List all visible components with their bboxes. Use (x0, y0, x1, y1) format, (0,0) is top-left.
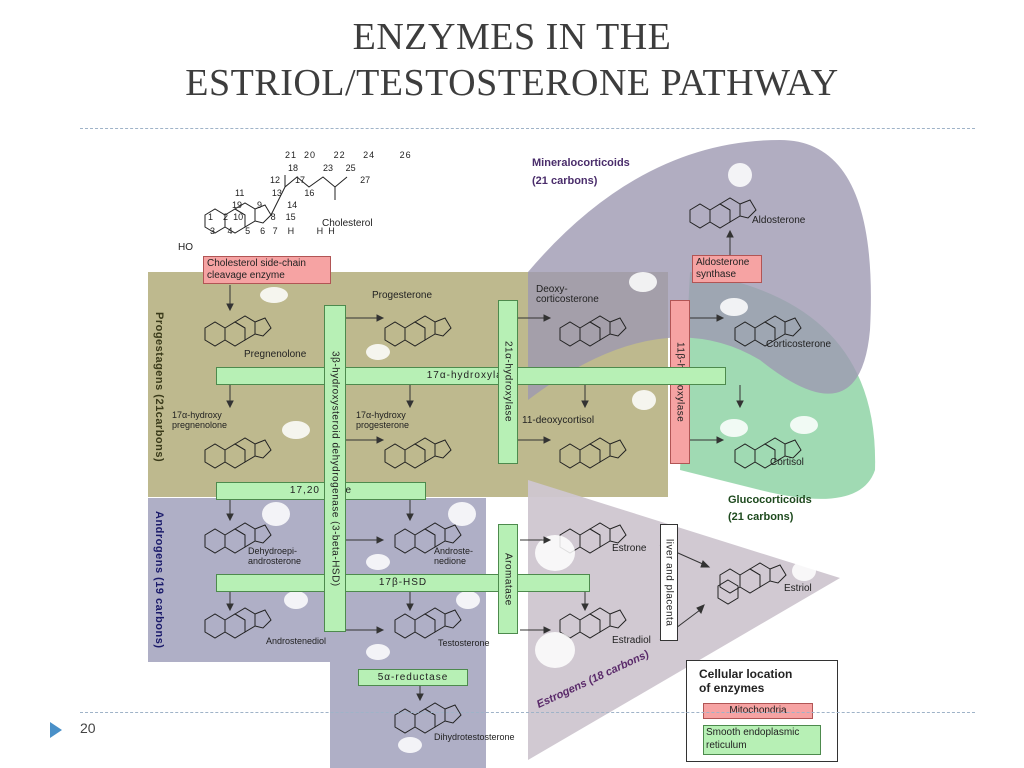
enzyme-5a-reductase: 5α-reductase (358, 669, 468, 686)
enzyme-3b-hsd-label: 3β-hydroxysteroid dehydrogenase (3-beta-… (329, 350, 341, 587)
dht-label: Dihydrotestosterone (434, 732, 515, 742)
estrogens-region (528, 480, 840, 760)
cholesterol-carbon-numbers-5: 19 9 14 (232, 200, 298, 210)
slide-title: ENZYMES IN THE ESTRIOL/TESTOSTERONE PATH… (0, 14, 1024, 106)
testosterone-label: Testosterone (438, 638, 490, 648)
legend-ser: Smooth endoplasmic reticulum (703, 725, 821, 755)
androgens-label: Androgens (19 carbons) (153, 511, 165, 649)
glucocorticoids-carbons: (21 carbons) (728, 511, 794, 523)
hydroxyprogesterone-label: 17α-hydroxy progesterone (356, 410, 410, 430)
enzyme-21a-hydroxylase: 21α-hydroxylase (498, 300, 518, 464)
deoxycortisol-label: 11-deoxycortisol (522, 415, 595, 426)
legend-title: Cellular location of enzymes (699, 667, 793, 695)
legend-mitochondria: Mitochondria (703, 703, 813, 719)
bottom-divider (80, 712, 975, 713)
cholesterol-structure (204, 175, 348, 234)
cholesterol-carbon-numbers-3: 12 17 27 (270, 175, 371, 185)
enzyme-1720-lyase: 17,20 lyase (216, 482, 426, 500)
estrone-label: Estrone (612, 543, 647, 554)
cholesterol-carbon-numbers-2: 18 23 25 (288, 163, 356, 173)
enzyme-aromatase-label: Aromatase (502, 552, 514, 606)
enzyme-aromatase: Aromatase (498, 524, 518, 634)
enzyme-17a-hydroxylase: 17α-hydroxylase (216, 367, 726, 385)
title-line-2: ESTRIOL/TESTOSTERONE PATHWAY (185, 62, 839, 104)
progestagens-label: Progestagens (21carbons) (153, 312, 165, 463)
mineralocorticoids-label: Mineralocorticoids (532, 157, 630, 169)
estriol-label: Estriol (784, 583, 812, 594)
cholesterol-ho: HO (178, 242, 193, 253)
deoxycorticosterone-label: Deoxy- corticosterone (536, 284, 599, 305)
cholesterol-carbon-numbers: 21 20 22 24 26 (285, 150, 412, 160)
dhea-label: Dehydroepi- androsterone (248, 546, 302, 566)
liver-placenta-label: liver and placenta (663, 538, 675, 627)
cholesterol-carbon-numbers-7: 3 4 5 6 7 H H H (210, 226, 335, 236)
glucocorticoids-label: Glucocorticoids (728, 494, 812, 506)
hydroxypregnenolone-label: 17α-hydroxy pregnenolone (172, 410, 228, 430)
title-line-1: ENZYMES IN THE (352, 16, 672, 58)
estradiol-label: Estradiol (612, 635, 651, 646)
cortisol-label: Cortisol (770, 457, 804, 468)
androstenedione-label: Androste- nedione (434, 546, 474, 566)
mineralocorticoids-carbons: (21 carbons) (532, 175, 598, 187)
enzyme-17b-hsd: 17β-HSD (216, 574, 590, 592)
slide-arrow-icon (50, 722, 62, 738)
androstenediol-label: Androstenediol (266, 636, 327, 646)
corticosterone-label: Corticosterone (766, 339, 832, 350)
liver-placenta-box: liver and placenta (660, 524, 678, 641)
cholesterol-carbon-numbers-6: 1 2 10 8 15 (208, 212, 296, 222)
enzyme-3b-hsd: 3β-hydroxysteroid dehydrogenase (3-beta-… (324, 305, 346, 632)
pregnenolone-label: Pregnenolone (244, 349, 307, 360)
aldosterone-label: Aldosterone (752, 215, 806, 226)
cholesterol-carbon-numbers-4: 11 13 16 (235, 188, 315, 198)
legend: Cellular location of enzymes Mitochondri… (686, 660, 838, 762)
enzyme-21a-hydroxylase-label: 21α-hydroxylase (502, 341, 514, 423)
top-divider (80, 128, 975, 129)
cholesterol-label: Cholesterol (322, 218, 373, 229)
progesterone-label: Progesterone (372, 290, 433, 301)
page-number: 20 (80, 720, 96, 736)
enzyme-aldosterone-synthase: Aldosterone synthase (692, 255, 762, 283)
enzyme-side-chain-cleavage: Cholesterol side-chain cleavage enzyme (203, 256, 331, 284)
androgens-region (148, 498, 486, 768)
